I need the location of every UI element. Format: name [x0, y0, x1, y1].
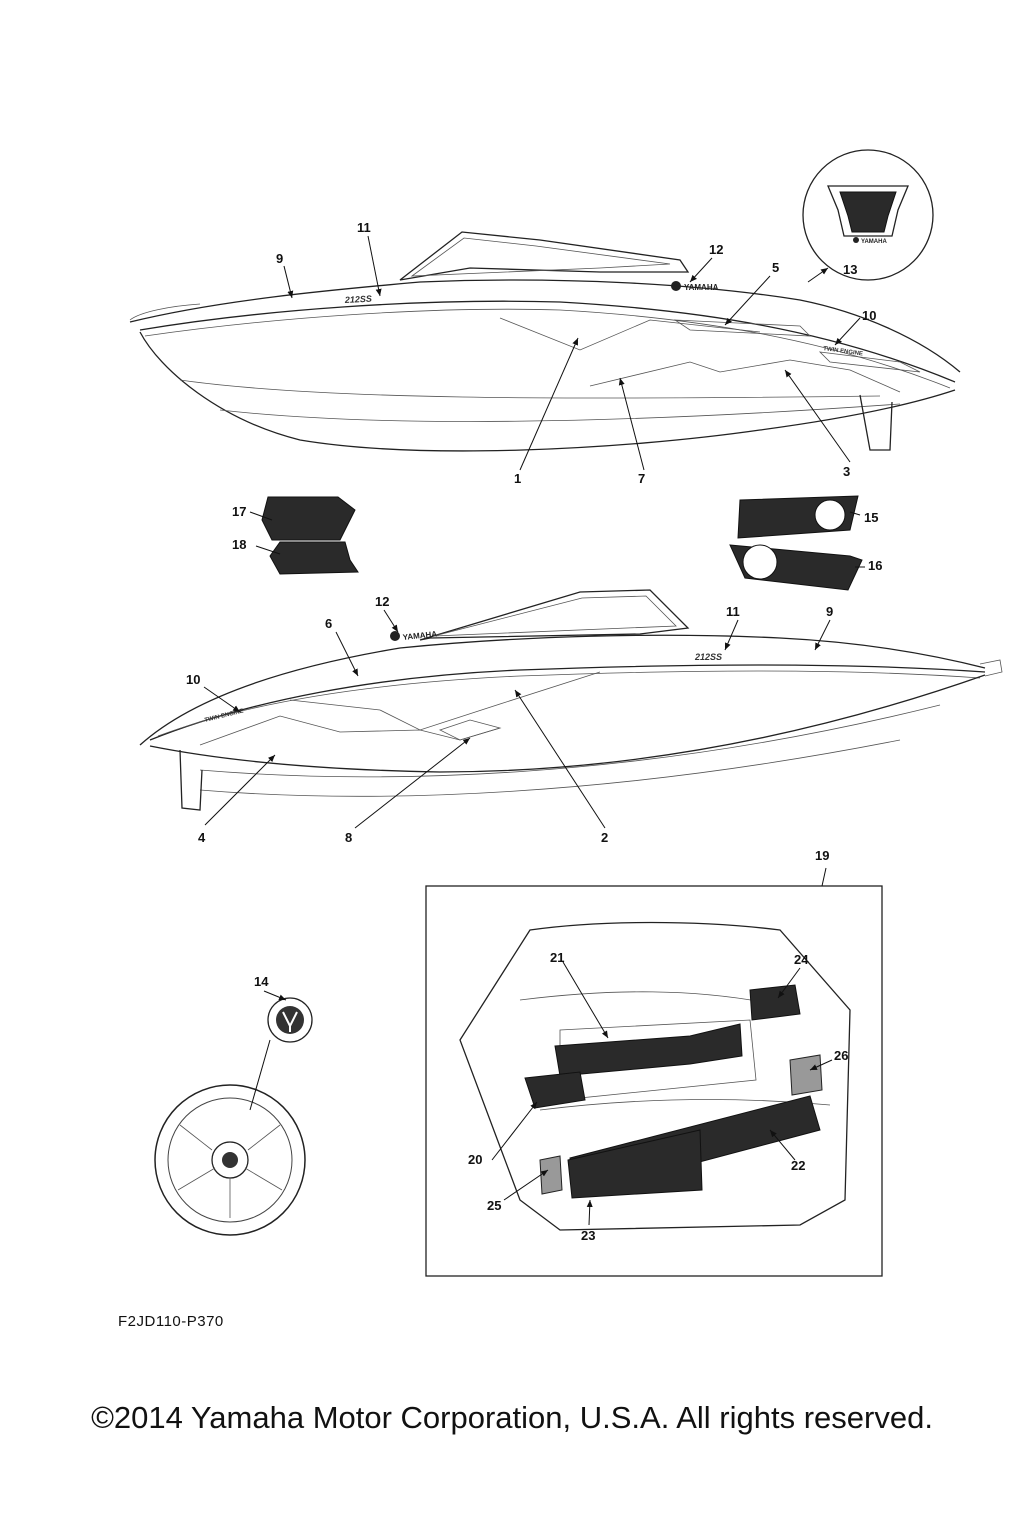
model-decal-bottom: 212SS — [694, 652, 722, 662]
callout-6: 6 — [325, 616, 332, 631]
callout-4: 4 — [198, 830, 206, 845]
mat-25 — [539, 1155, 563, 1195]
diagram-code: F2JD110-P370 — [118, 1313, 224, 1330]
callout-10-top: 10 — [862, 308, 876, 323]
mat-21 — [554, 1023, 743, 1077]
callout-9-top: 9 — [276, 251, 283, 266]
leader-lines — [203, 235, 865, 1226]
callout-21: 21 — [550, 950, 564, 965]
callout-10-bottom: 10 — [186, 672, 200, 687]
callout-19: 19 — [815, 848, 829, 863]
boat-top-view — [129, 231, 961, 452]
brand-decal-top: YAMAHA — [684, 283, 719, 292]
decal-18 — [269, 541, 359, 575]
callout-7: 7 — [638, 471, 645, 486]
callout-1: 1 — [514, 471, 521, 486]
callout-8: 8 — [345, 830, 352, 845]
callout-11-bottom: 11 — [726, 604, 740, 619]
mat-24 — [749, 984, 801, 1021]
callout-26: 26 — [834, 1048, 848, 1063]
model-decal-top: 212SS — [344, 294, 373, 305]
callout-12-top: 12 — [709, 242, 723, 257]
callout-15: 15 — [864, 510, 878, 525]
mat-26 — [789, 1054, 823, 1096]
callout-22: 22 — [791, 1158, 805, 1173]
callout-11-top: 11 — [357, 220, 371, 235]
brand-decal-bottom: YAMAHA — [402, 629, 437, 642]
mat-23 — [567, 1129, 703, 1199]
callout-9-bottom: 9 — [826, 604, 833, 619]
callout-labels: 1 2 3 4 5 6 7 8 9 9 10 10 11 11 12 12 13… — [186, 220, 882, 1243]
callout-13: 13 — [843, 262, 857, 277]
mat-20 — [524, 1071, 586, 1109]
decal-17 — [261, 496, 356, 541]
copyright-notice: ©2014 Yamaha Motor Corporation, U.S.A. A… — [91, 1400, 933, 1435]
callout-3: 3 — [843, 464, 850, 479]
decal-15-cutout — [814, 499, 846, 531]
steering-wheel — [154, 997, 313, 1236]
detail-box-19 — [425, 885, 883, 1277]
boat-bottom-view — [139, 589, 1003, 811]
callout-18: 18 — [232, 537, 246, 552]
brand-decal-inset: YAMAHA — [861, 239, 887, 245]
callout-2: 2 — [601, 830, 608, 845]
yamaha-logo-icon — [671, 281, 681, 291]
callout-23: 23 — [581, 1228, 595, 1243]
decal-16-cutout — [742, 544, 778, 580]
engine-decal-top: TWIN ENGINE — [823, 346, 863, 358]
yamaha-logo-icon-bottom — [390, 631, 400, 641]
callout-24: 24 — [794, 952, 809, 967]
callout-17: 17 — [232, 504, 246, 519]
callout-25: 25 — [487, 1198, 501, 1213]
tuning-fork-logo-icon — [282, 1011, 298, 1032]
callout-5: 5 — [772, 260, 779, 275]
callout-16: 16 — [868, 558, 882, 573]
callout-14: 14 — [254, 974, 269, 989]
callout-12-bottom: 12 — [375, 594, 389, 609]
inset-13: YAMAHA — [802, 149, 934, 281]
callout-20: 20 — [468, 1152, 482, 1167]
